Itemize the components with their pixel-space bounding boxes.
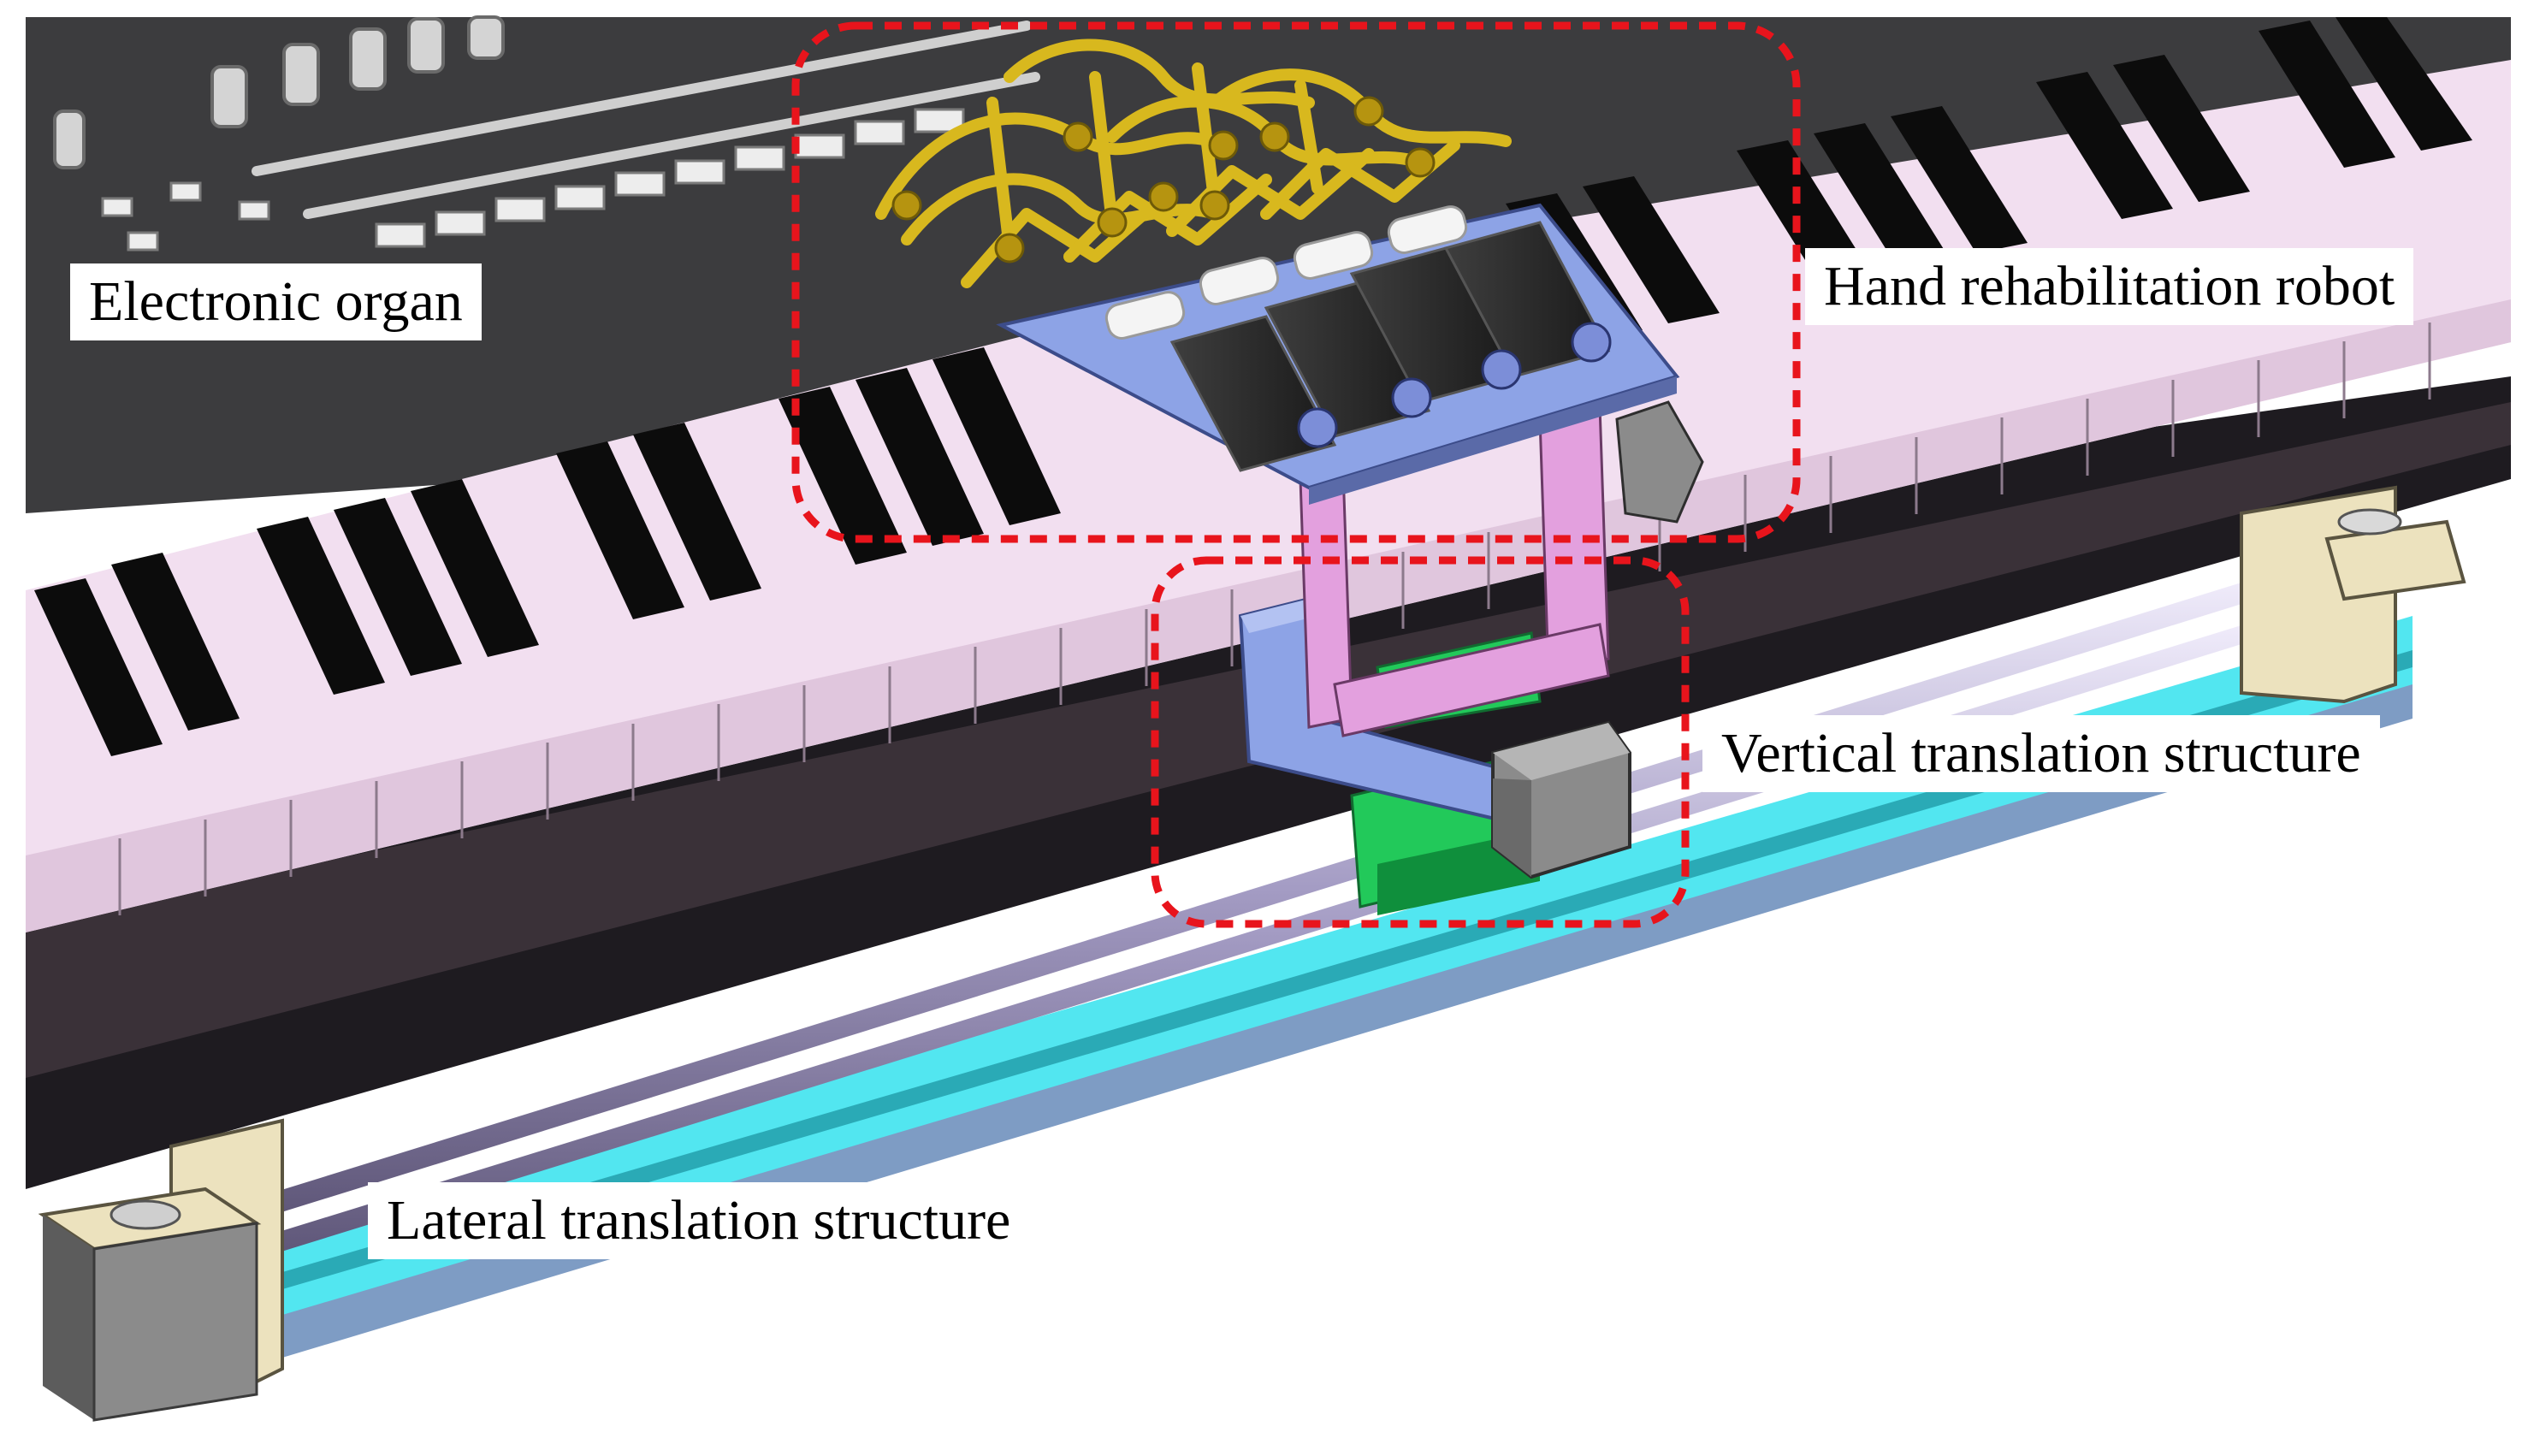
control-buttons — [101, 108, 965, 252]
electronic-organ-label: Electronic organ — [70, 263, 482, 340]
robot-joints — [891, 96, 1436, 263]
control-sliders — [252, 21, 1040, 219]
hand-robot-highlight-box — [791, 21, 1801, 543]
vertical-motor-front — [1493, 778, 1531, 877]
left-motor — [43, 1215, 94, 1420]
robot-base-plate-edge — [1309, 376, 1677, 505]
robot-hinges — [1297, 322, 1612, 448]
vertical-structure-highlight-box — [1151, 556, 1690, 928]
left-motor-front — [92, 1222, 258, 1422]
control-knobs — [53, 15, 505, 169]
robot-side-motor — [1615, 400, 1704, 524]
right-mount-plate — [2324, 519, 2466, 601]
rail-cyan-inner — [274, 650, 2413, 1292]
vertical-motor-face — [1493, 723, 1630, 780]
right-pulley — [2337, 508, 2402, 536]
left-pulley — [110, 1199, 181, 1230]
robot-actuators — [1169, 221, 1611, 472]
robot-white-cylinders — [1104, 205, 1468, 340]
hand-rehabilitation-robot — [875, 38, 1704, 524]
c-frame-blue-top — [1240, 599, 1317, 633]
hand-robot-label: Hand rehabilitation robot — [1805, 248, 2414, 325]
vertical-translation-structure — [1238, 405, 1631, 915]
pink-frame-bottom — [1333, 623, 1610, 737]
lateral-translation-label: Lateral translation structure — [368, 1182, 1030, 1259]
vertical-translation-label: Vertical translation structure — [1702, 715, 2380, 792]
